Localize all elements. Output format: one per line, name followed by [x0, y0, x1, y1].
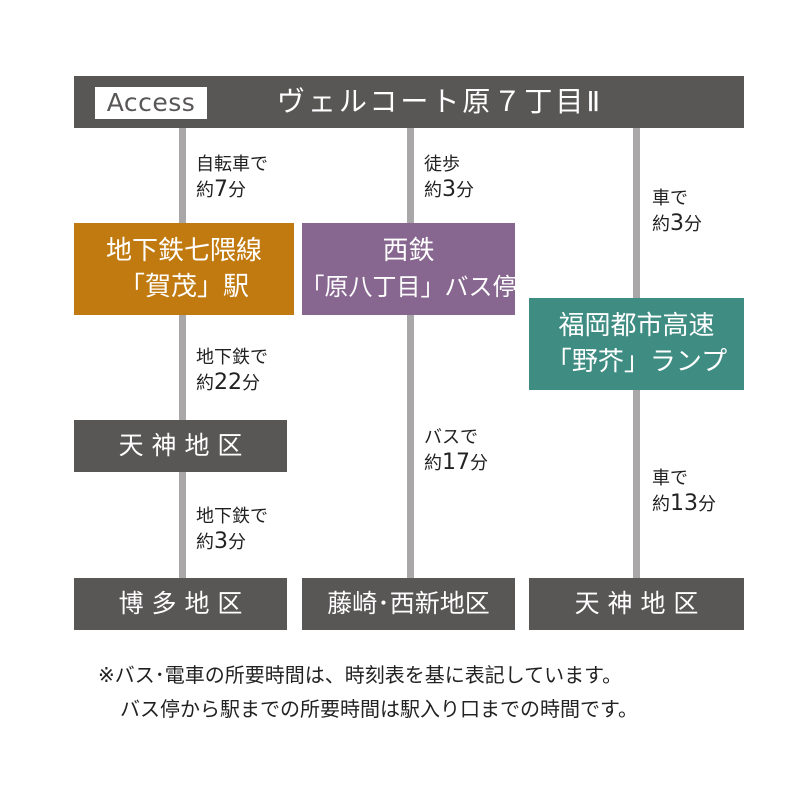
access-badge: Access [95, 87, 207, 119]
footnote-line-1: ※バス･電車の所要時間は、時刻表を基に表記しています。 [98, 663, 623, 687]
expressway-noke-ramp: 福岡都市高速 「野芥」ランプ [529, 298, 744, 390]
note-subway-time-hakata: 地下鉄で 約3分 [196, 506, 268, 554]
bus-stop-harahacchome: 西鉄 「原八丁目」バス停 [301, 223, 517, 315]
area-hakata: 博 多 地 区 [74, 578, 287, 630]
area-tenjin-car: 天 神 地 区 [529, 578, 744, 630]
area-tenjin-intermediate: 天 神 地 区 [74, 420, 287, 472]
note-walk-time: 徒歩 約3分 [424, 154, 474, 202]
station-kamo: 地下鉄七隈線 「賀茂」駅 [74, 223, 294, 315]
note-car-time-ramp: 車で 約3分 [652, 188, 702, 236]
note-car-time-tenjin: 車で 約13分 [652, 468, 716, 516]
footnote-line-2: バス停から駅までの所要時間は駅入り口までの時間です。 [120, 697, 638, 721]
note-bus-time: バスで 約17分 [424, 427, 488, 475]
route-line-bus [407, 128, 414, 578]
property-title: ヴェルコート原７丁目Ⅱ [276, 85, 604, 118]
area-fujisaki-nishijin: 藤崎･西新地区 [302, 578, 515, 630]
route-line-subway [179, 128, 186, 578]
note-subway-time-tenjin: 地下鉄で 約22分 [196, 347, 268, 395]
note-bicycle-time: 自転車で 約7分 [196, 154, 268, 202]
